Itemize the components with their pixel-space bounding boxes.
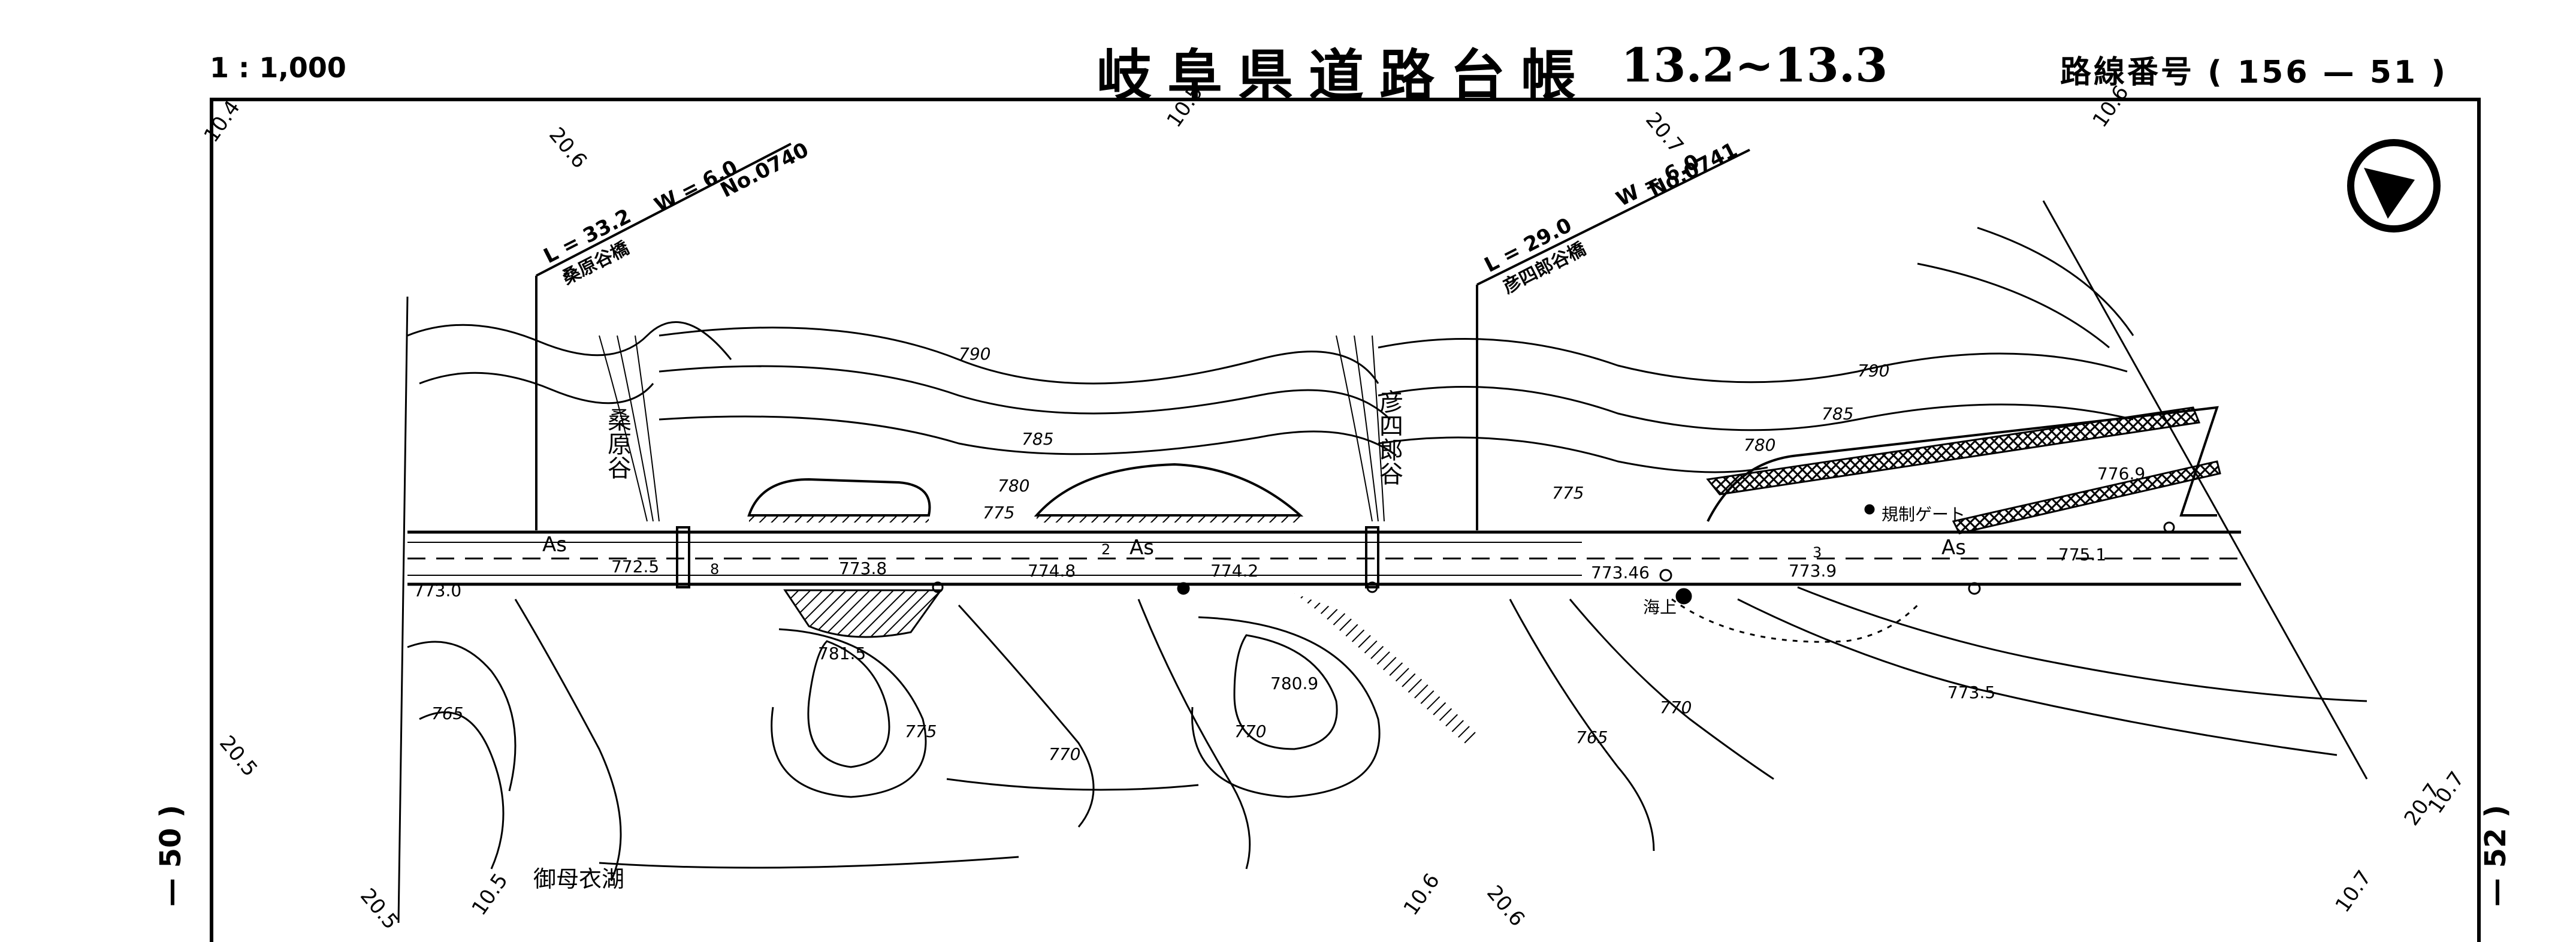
surface-label-2: As <box>1130 536 1154 560</box>
spot-height: 773.46 <box>1591 563 1650 582</box>
spot-height: 773.9 <box>1789 561 1837 581</box>
contour-label: 785 <box>1822 404 1853 424</box>
contour-label: 775 <box>983 503 1014 523</box>
cut-slope <box>747 406 2221 746</box>
grid-label-top-2: 20.6 <box>544 123 591 173</box>
grid-label-bottom-4: 20.6 <box>1482 881 1529 931</box>
spot-height: 773.0 <box>413 581 461 600</box>
spot-height: 773.5 <box>1947 683 1995 702</box>
bridge-hikoshiroudani <box>1365 149 1750 588</box>
road <box>407 530 2241 586</box>
surface-label-3: As <box>1941 536 1966 560</box>
area-boundaries <box>397 200 2368 923</box>
spot-height: 773.8 <box>839 558 887 578</box>
contour-label: 765 <box>1576 727 1608 747</box>
contour-label: 780 <box>1744 435 1775 455</box>
map-symbols <box>932 504 2175 605</box>
gate-label: 規制ゲート <box>1882 505 1965 524</box>
spot-height: 772.5 <box>611 557 659 576</box>
station-mark: 3 <box>1813 544 1822 561</box>
map-title-number: 13.2~13.3 <box>1621 38 1888 93</box>
contour-label: 770 <box>1049 744 1080 764</box>
grid-label-bottom-2: 10.5 <box>467 869 513 920</box>
spot-height: 774.8 <box>1028 561 1076 581</box>
route-number: ( 156 — 51 ) <box>2207 55 2448 90</box>
bridge-kuwabaradani <box>535 143 792 588</box>
contour-label: 770 <box>1660 698 1692 717</box>
spot-height: 780.9 <box>1270 674 1318 693</box>
contour-lines <box>407 227 2367 881</box>
contour-label: 780 <box>998 476 1029 496</box>
map-frame <box>210 98 2481 942</box>
spot-height: 775.1 <box>2058 545 2106 564</box>
contour-label: 785 <box>1022 429 1053 449</box>
grid-label-bottom-3: 10.6 <box>1399 869 1445 920</box>
spot-height: 781.5 <box>818 644 866 663</box>
grid-label-top-3: 10.5 <box>1162 81 1208 132</box>
route-number-label: 路線番号 ( 156 — 51 ) <box>2060 47 2448 92</box>
contour-label: 790 <box>959 344 990 364</box>
spot-height: 776.9 <box>2097 464 2145 484</box>
grid-label-top-1: 10.4 <box>200 96 245 147</box>
map-scale: 1 : 1,000 <box>210 52 346 84</box>
map-title: 岐阜県道路台帳 <box>1097 43 1592 108</box>
contour-label: 765 <box>431 704 463 723</box>
station-mark: 8 <box>710 561 719 578</box>
valley-kuwabaradani: 桑原谷 <box>603 407 631 479</box>
contour-label: 775 <box>1552 483 1584 503</box>
surface-label-1: As <box>542 533 567 557</box>
contour-label: 770 <box>1234 721 1266 741</box>
grid-label-bottom-5: 10.7 <box>2331 866 2376 917</box>
valley-slope-lines <box>599 335 1385 522</box>
grid-label-bottom-1: 20.5 <box>355 884 403 934</box>
route-label: 路線番号 <box>2060 55 2195 90</box>
station-mark: 2 <box>1101 541 1110 558</box>
grid-label-top-5: 10.6 <box>2088 81 2134 132</box>
spot-height: 774.2 <box>1210 561 1258 581</box>
contour-label: 790 <box>1858 361 1889 381</box>
grid-label-top-4: 20.7 <box>1641 108 1688 158</box>
contour-label: 775 <box>905 721 937 741</box>
valley-hikoshiroudani: 彦四郎谷 <box>1375 390 1403 485</box>
lake-name: 御母衣湖 <box>533 866 624 892</box>
north-arrow-icon <box>2347 139 2441 233</box>
sea-level-marker: 海上 <box>1643 597 1677 617</box>
grid-label-left: 20.5 <box>215 731 262 781</box>
